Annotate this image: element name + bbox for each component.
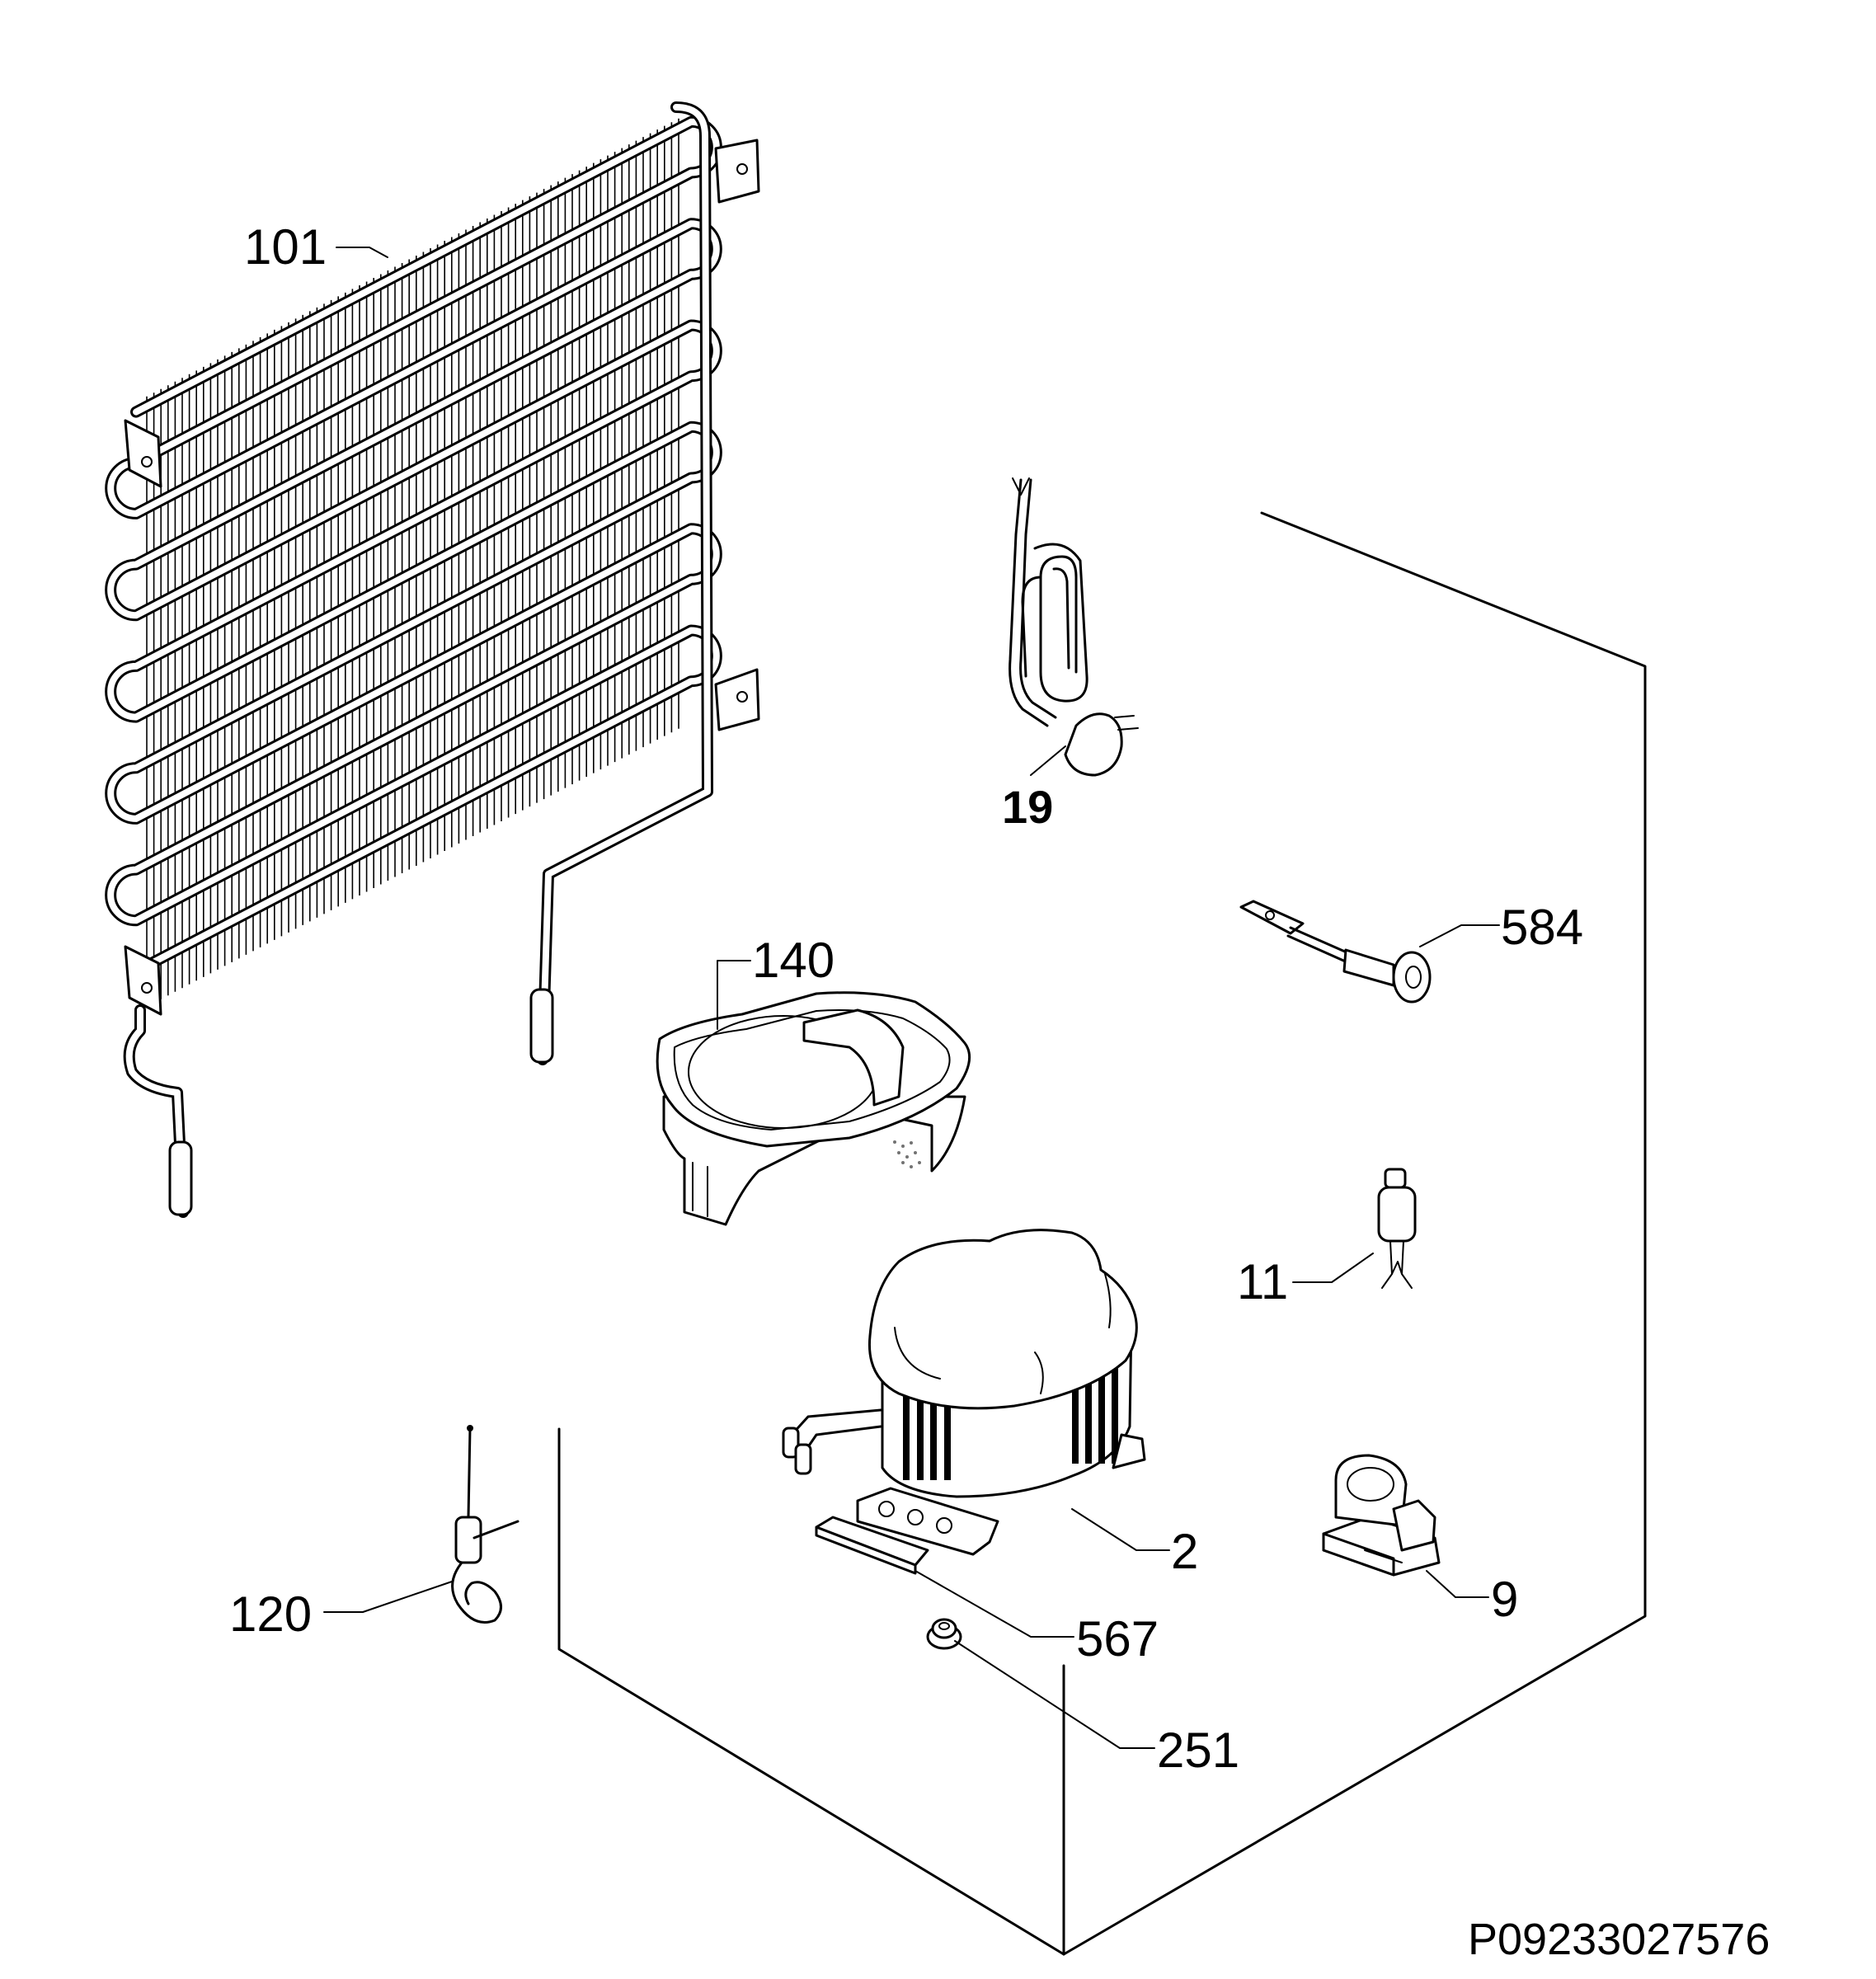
- power-cord[interactable]: [1009, 477, 1139, 777]
- relay-clamp[interactable]: [1322, 1454, 1441, 1577]
- thermostat-capillary[interactable]: [451, 1425, 520, 1624]
- drawing-code: P09233027576: [1468, 1915, 1770, 1964]
- label-part-2: 2: [1171, 1524, 1198, 1579]
- drip-tray[interactable]: [656, 991, 971, 1226]
- sensor-lead[interactable]: [1239, 900, 1432, 1004]
- compressor[interactable]: [782, 1229, 1146, 1556]
- label-part-584: 584: [1501, 900, 1583, 955]
- tray-dotted-area: [893, 1140, 921, 1168]
- label-part-19: 19: [1002, 781, 1053, 833]
- condenser-fins: [146, 118, 679, 1007]
- label-part-101: 101: [244, 219, 327, 275]
- starter-relay[interactable]: [1377, 1168, 1417, 1289]
- condenser-coil[interactable]: [105, 101, 760, 1218]
- cabinet-outline: [557, 511, 1647, 1956]
- coil-mounting-brackets: [124, 139, 760, 1016]
- mounting-plate[interactable]: [815, 1516, 929, 1575]
- rubber-grommet[interactable]: [926, 1618, 962, 1650]
- label-part-251: 251: [1157, 1723, 1239, 1778]
- label-part-11: 11: [1237, 1254, 1288, 1309]
- condenser-tube: [105, 115, 722, 977]
- compressor-stripes: [903, 1340, 1118, 1480]
- label-part-567: 567: [1076, 1611, 1159, 1666]
- leader-lines: [323, 247, 1500, 1749]
- label-part-9: 9: [1491, 1572, 1518, 1627]
- part-labels: 101 19 584 140 11 2 9 120 567 251: [229, 219, 1583, 1778]
- label-part-120: 120: [229, 1586, 312, 1642]
- label-part-140: 140: [752, 933, 835, 988]
